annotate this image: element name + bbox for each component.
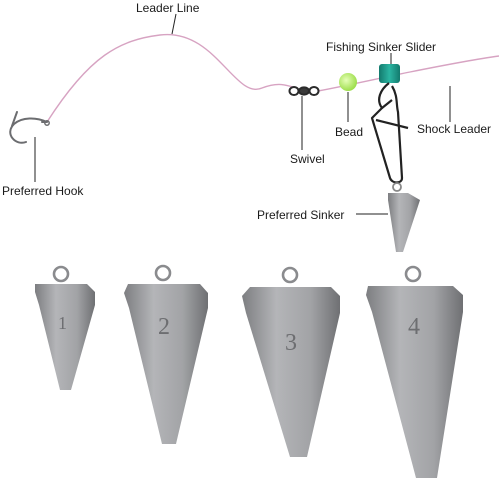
- sinker-1-icon: [35, 265, 95, 390]
- swivel-icon: [288, 86, 320, 96]
- label-shock-leader: Shock Leader: [417, 122, 492, 136]
- sinker-2-number: 2: [158, 314, 170, 340]
- label-leader-line: Leader Line: [136, 1, 200, 15]
- label-swivel: Swivel: [290, 152, 325, 166]
- pointer-lines: [34, 13, 451, 215]
- label-bead: Bead: [335, 125, 364, 139]
- sinker-3-number: 3: [285, 330, 297, 356]
- sinker-3-icon: [242, 266, 340, 457]
- sinker-1-number: 1: [58, 313, 67, 333]
- hook-icon: [9, 111, 50, 144]
- sinker-slider-icon: [379, 64, 400, 83]
- label-preferred-sinker: Preferred Sinker: [257, 208, 345, 222]
- leader-line: [46, 34, 294, 123]
- snap-clip-icon: [370, 82, 409, 184]
- sinker-2-icon: [124, 264, 208, 444]
- sinker-4-icon: [366, 265, 463, 478]
- sinker-4-number: 4: [408, 314, 420, 340]
- preferred-sinker-icon: [388, 182, 420, 252]
- label-fishing-sinker-slider: Fishing Sinker Slider: [326, 40, 437, 54]
- bead-icon: [339, 73, 357, 91]
- label-preferred-hook: Preferred Hook: [2, 184, 84, 198]
